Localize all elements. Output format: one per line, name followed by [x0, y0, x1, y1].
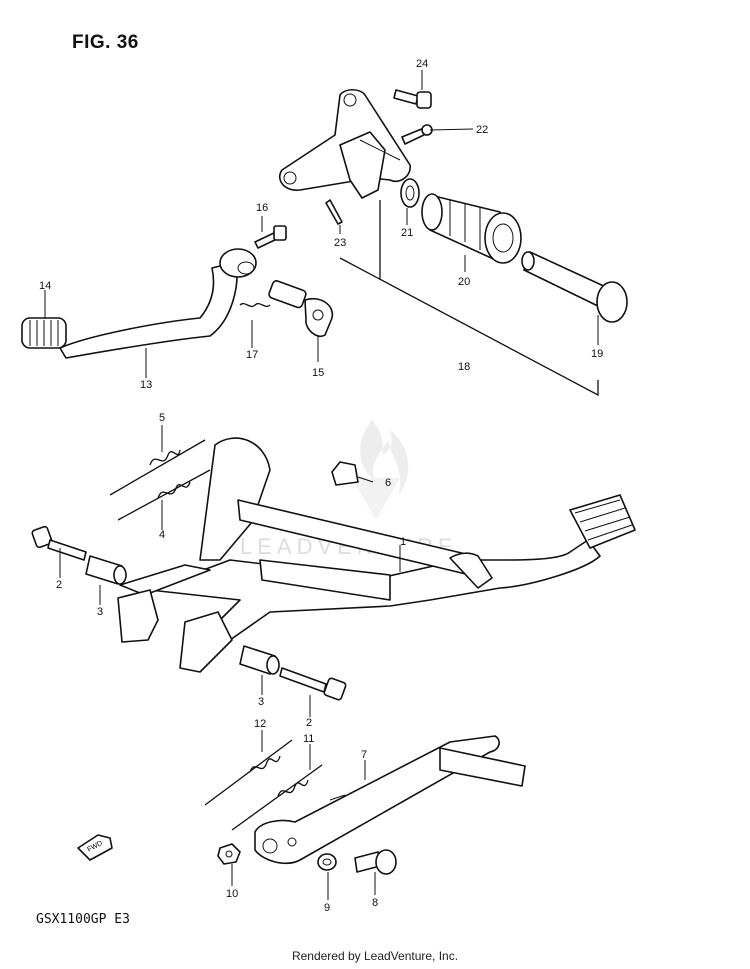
model-code: GSX1100GP E3 — [36, 912, 130, 927]
callout-11: 11 — [303, 733, 314, 745]
footrest-bracket[interactable] — [278, 88, 411, 199]
side-stand-7[interactable] — [254, 735, 526, 865]
callout-12: 12 — [254, 718, 266, 730]
callout-3-right: 3 — [258, 696, 264, 708]
callout-18: 18 — [458, 361, 470, 373]
callout-4: 4 — [159, 529, 165, 541]
spring-4[interactable] — [117, 469, 211, 521]
callout-14: 14 — [39, 280, 51, 292]
callout-1: 1 — [400, 536, 406, 548]
leadventure-flame-icon — [352, 420, 409, 520]
pivot-pin-19[interactable] — [521, 251, 628, 323]
callout-10: 10 — [226, 888, 238, 900]
fwd-arrow-icon: FWD — [77, 834, 113, 861]
callout-3-left: 3 — [97, 606, 103, 618]
callout-23: 23 — [334, 237, 346, 249]
center-stand-1[interactable] — [119, 437, 636, 641]
bolt-24[interactable] — [393, 89, 432, 109]
callout-19: 19 — [591, 348, 603, 360]
shift-rubber-14[interactable] — [21, 317, 67, 349]
cotter-pin-23[interactable] — [325, 199, 343, 225]
stand-foot-left[interactable] — [117, 589, 159, 643]
spring-12[interactable] — [204, 739, 293, 806]
washer-21[interactable] — [400, 178, 420, 208]
bolt-2-left[interactable] — [31, 525, 87, 561]
spring-11[interactable] — [231, 764, 323, 831]
spring-17[interactable] — [239, 302, 271, 308]
callout-9: 9 — [324, 902, 330, 914]
rendered-by-footer: Rendered by LeadVenture, Inc. — [291, 949, 459, 963]
callout-2-left: 2 — [56, 579, 62, 591]
collar-3-right[interactable] — [239, 645, 280, 675]
callout-6: 6 — [385, 477, 391, 489]
callout-17: 17 — [246, 349, 258, 361]
collar-3-left[interactable] — [85, 555, 127, 585]
callout-5: 5 — [159, 412, 165, 424]
callout-8: 8 — [372, 897, 378, 909]
callout-7: 7 — [361, 749, 367, 761]
spring-5[interactable] — [109, 439, 206, 496]
bolt-22[interactable] — [401, 124, 433, 145]
callout-13: 13 — [140, 379, 152, 391]
shift-lever-13[interactable] — [59, 248, 257, 359]
callout-16: 16 — [256, 202, 268, 214]
bolt-8[interactable] — [354, 849, 397, 875]
footrest-rubber-20[interactable] — [421, 193, 522, 264]
rubber-cap-6[interactable] — [331, 461, 359, 486]
callout-2-right: 2 — [306, 717, 312, 729]
bolt-16[interactable] — [254, 225, 287, 249]
callout-15: 15 — [312, 367, 324, 379]
bolt-2-right[interactable] — [279, 667, 347, 701]
nut-10[interactable] — [217, 843, 241, 865]
figure-title: FIG. 36 — [72, 32, 139, 53]
callout-20: 20 — [458, 276, 470, 288]
stand-foot-right[interactable] — [179, 611, 233, 673]
shift-link-15[interactable] — [268, 280, 334, 338]
callout-21: 21 — [401, 227, 413, 239]
callout-22: 22 — [476, 124, 488, 136]
washer-9[interactable] — [317, 853, 337, 871]
callout-24: 24 — [416, 58, 428, 70]
